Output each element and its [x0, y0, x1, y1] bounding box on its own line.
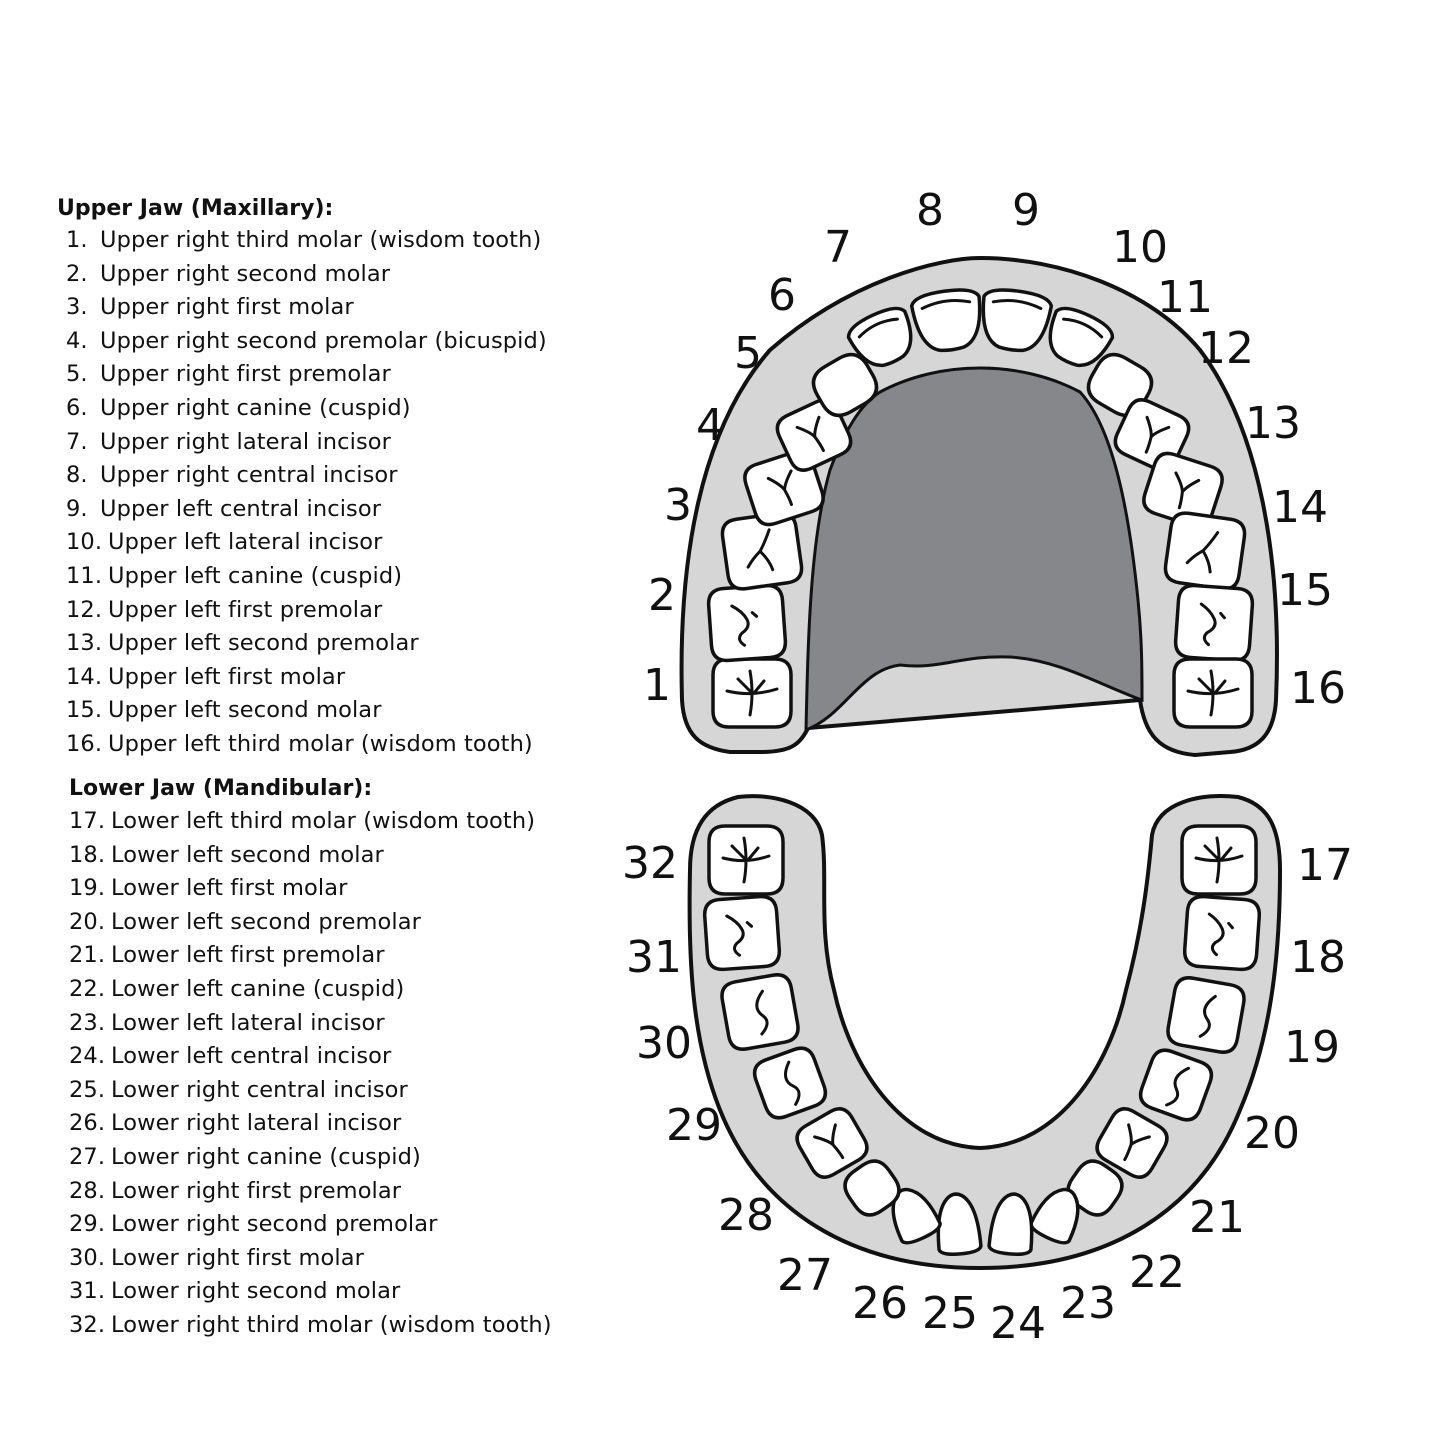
tooth-number-label: 8: [916, 185, 944, 236]
tooth-number-label: 10: [1112, 222, 1168, 273]
lower-tooth: [1184, 896, 1261, 971]
upper-tooth: [1163, 511, 1246, 591]
tooth-number-label: 12: [1198, 323, 1254, 374]
tooth-number-label: 17: [1297, 840, 1353, 891]
tooth-number-label: 26: [852, 1278, 908, 1329]
tooth-number-label: 30: [636, 1018, 692, 1069]
tooth-number-label: 22: [1129, 1247, 1185, 1298]
tooth-number-label: 13: [1245, 398, 1301, 449]
tooth-number-label: 32: [622, 838, 678, 889]
lower-tooth: [1182, 826, 1256, 894]
tooth-number-label: 25: [922, 1288, 978, 1339]
tooth-number-label: 11: [1157, 272, 1213, 323]
tooth-number-label: 19: [1284, 1022, 1340, 1073]
upper-tooth: [713, 659, 791, 727]
tooth-number-label: 29: [666, 1100, 722, 1151]
tooth-number-label: 2: [648, 570, 676, 621]
lower-tooth: [720, 972, 801, 1051]
tooth-number-label: 1: [643, 660, 671, 711]
tooth-number-label: 4: [696, 400, 724, 451]
tooth-number-label: 21: [1189, 1192, 1245, 1243]
tooth-number-label: 6: [768, 270, 796, 321]
tooth-number-label: 28: [718, 1190, 774, 1241]
lower-tooth: [709, 826, 783, 894]
upper-tooth: [708, 585, 787, 662]
tooth-number-label: 5: [734, 328, 762, 379]
tooth-number-label: 7: [824, 222, 852, 273]
upper-tooth: [1175, 585, 1254, 662]
lower-tooth: [1166, 975, 1247, 1054]
tooth-number-label: 14: [1272, 482, 1328, 533]
upper-jaw: [682, 258, 1277, 755]
tooth-number-label: 23: [1060, 1278, 1116, 1329]
tooth-number-label: 20: [1244, 1108, 1300, 1159]
upper-tooth: [1174, 659, 1252, 727]
tooth-number-label: 24: [990, 1298, 1046, 1349]
tooth-number-label: 16: [1290, 663, 1346, 714]
tooth-number-label: 3: [664, 480, 692, 531]
tooth-number-label: 9: [1012, 185, 1040, 236]
tooth-number-label: 31: [626, 932, 682, 983]
tooth-number-label: 15: [1277, 565, 1333, 616]
lower-tooth: [704, 896, 781, 971]
tooth-number-label: 27: [777, 1250, 833, 1301]
tooth-number-label: 18: [1290, 932, 1346, 983]
